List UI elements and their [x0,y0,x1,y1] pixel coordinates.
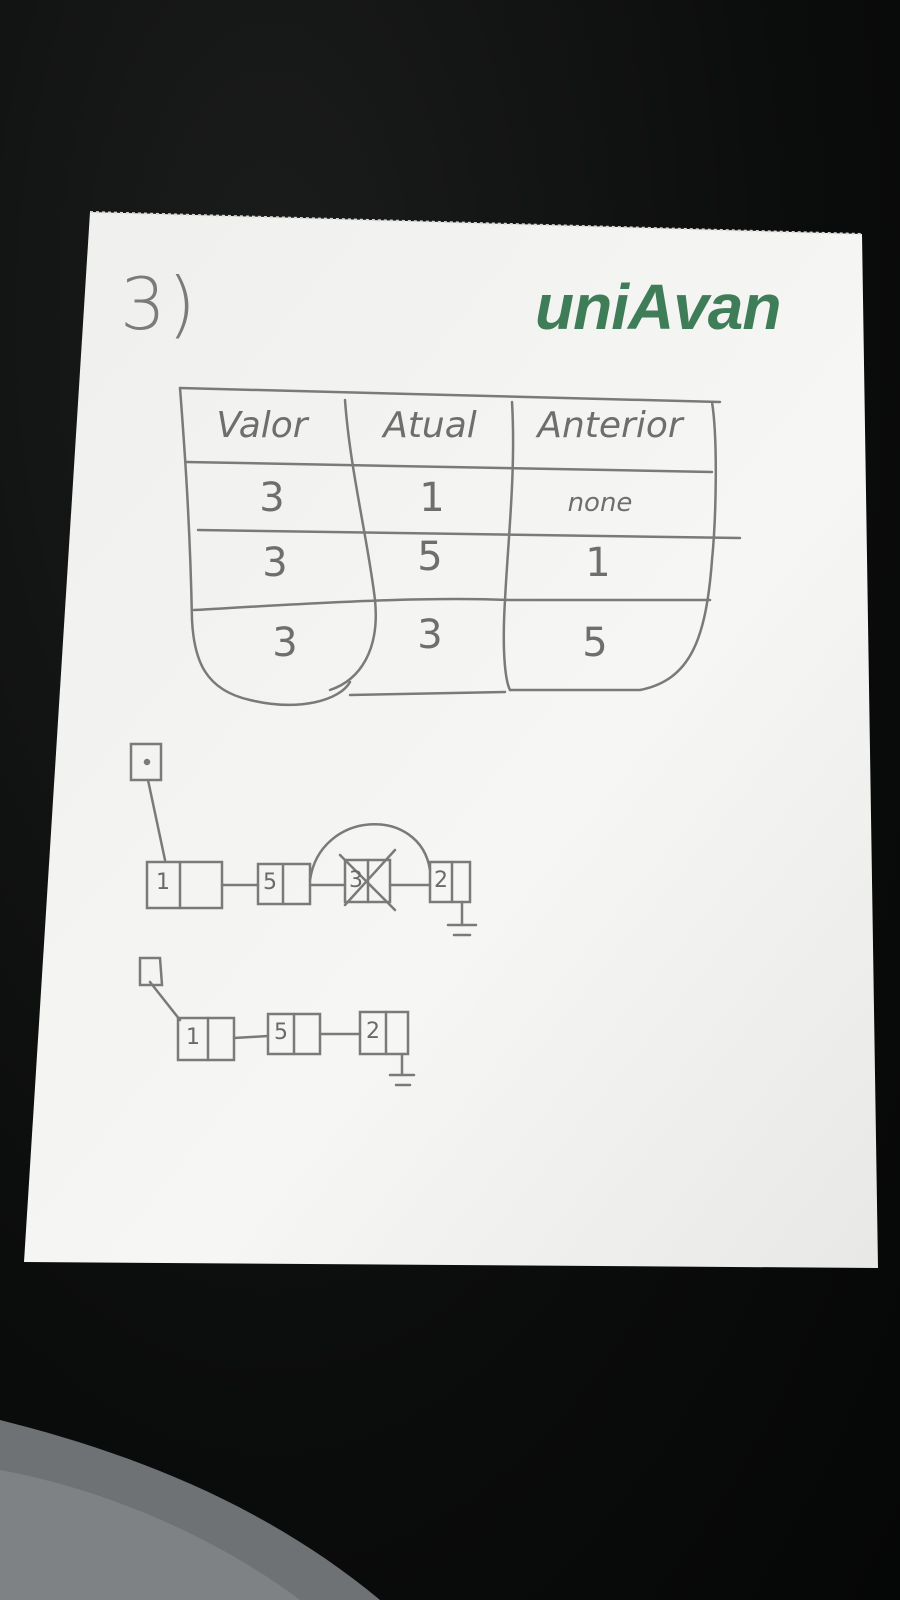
table-cell: 1 [419,475,445,521]
node-label-removed: 3 [349,868,363,893]
node-label: 2 [366,1019,380,1044]
node-label: 5 [263,870,277,895]
paper [24,212,878,1268]
table-header-valor: Valor [216,405,308,446]
table-cell: 5 [417,534,443,580]
node-label: 2 [434,868,448,893]
table-cell: none [567,488,633,518]
table-cell: 1 [585,540,611,586]
table-header-anterior: Anterior [537,405,683,446]
hand-drawn-table [178,386,742,707]
question-number: 3) [120,262,198,346]
node-label: 1 [156,870,170,895]
table-cell: 5 [582,620,608,666]
table-cell: 3 [262,540,288,586]
gray-cloth [0,1420,380,1600]
node-label: 1 [186,1025,200,1050]
table-header-atual: Atual [383,405,477,446]
table-cell: 3 [417,612,443,658]
logo: uniAvan [535,270,845,360]
logo-text: uniAvan [535,271,781,343]
table-cell: 3 [259,475,285,521]
linked-list-before [129,742,478,937]
node-label: 5 [274,1020,288,1045]
linked-list-after [138,956,416,1087]
table-cell: 3 [272,620,298,666]
